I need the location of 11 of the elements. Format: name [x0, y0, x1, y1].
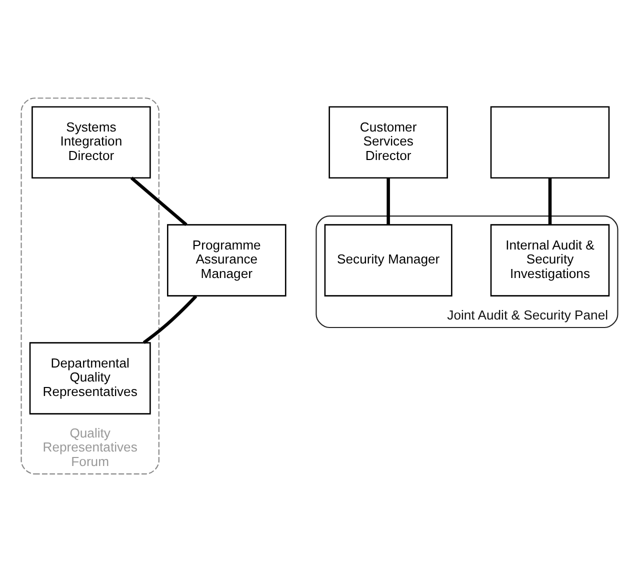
node-box: Security Manager	[324, 224, 452, 296]
connector	[142, 294, 198, 344]
connector	[386, 177, 390, 224]
node-box: Departmental Quality Representatives	[29, 342, 151, 414]
node-box: Customer Services Director	[328, 106, 448, 178]
node-box: Internal Audit & Security Investigations	[490, 224, 610, 296]
node-box	[490, 106, 610, 178]
connector	[130, 176, 188, 226]
node-box: Systems Integration Director	[32, 106, 151, 178]
connector	[548, 177, 552, 224]
node-box: Programme Assurance Manager	[167, 224, 286, 296]
